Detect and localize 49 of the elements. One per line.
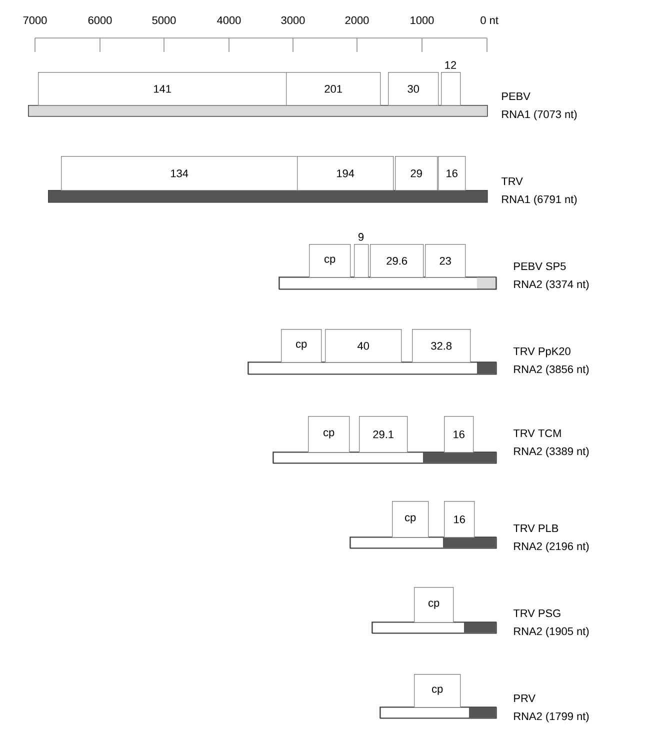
orf-box: cp xyxy=(309,244,351,278)
genome-label: TRV xyxy=(501,177,523,185)
genome-bar xyxy=(350,536,497,549)
scale-label: 4000 xyxy=(217,16,241,24)
genome-label: RNA2 (2196 nt) xyxy=(514,542,589,552)
genome-label: RNA2 (1905 nt) xyxy=(514,627,589,638)
orf-box: 16 xyxy=(438,156,466,191)
scale-label: 1000 xyxy=(410,16,434,24)
orf-label: 9 xyxy=(358,233,364,241)
genome-bar xyxy=(48,190,488,203)
genome-label: PRV xyxy=(514,694,536,702)
genome-label: TRV TCM xyxy=(513,429,561,438)
genome-bar xyxy=(28,105,488,117)
scale-label: 6000 xyxy=(88,16,112,24)
scale-label: 0 nt xyxy=(480,16,498,24)
orf-box xyxy=(441,72,461,106)
orf-box: 32.8 xyxy=(412,329,471,363)
scale-label: 7000 xyxy=(23,16,47,24)
orf-box: 16 xyxy=(444,501,475,538)
orf-box: cp xyxy=(281,329,322,363)
genome-bar xyxy=(380,706,497,719)
genome-label: TRV PSG xyxy=(513,609,560,618)
orf-box: cp xyxy=(392,501,429,538)
orf-box: cp xyxy=(414,674,461,708)
genome-label: RNA2 (3389 nt) xyxy=(514,447,589,458)
scale-label: 2000 xyxy=(345,16,369,24)
genome-bar xyxy=(372,622,497,634)
genome-label: PEBV SP5 xyxy=(514,262,566,270)
scale-label: 3000 xyxy=(281,16,305,24)
genome-label: TRV PLB xyxy=(513,524,558,532)
orf-box: 23 xyxy=(425,244,466,278)
orf-box: cp xyxy=(414,587,454,623)
orf-box: 16 xyxy=(444,416,474,453)
orf-label: 12 xyxy=(445,61,456,69)
orf-box: 30 xyxy=(388,72,439,106)
orf-box xyxy=(354,244,369,278)
orf-box: 29 xyxy=(395,156,438,191)
genome-label: RNA2 (3856 nt) xyxy=(514,365,589,376)
genome-label: RNA2 (1799 nt) xyxy=(514,712,589,722)
genome-label: RNA1 (7073 nt) xyxy=(502,110,577,120)
genome-label: TRV PpK20 xyxy=(513,347,570,358)
orf-box: 40 xyxy=(325,329,402,363)
genome-label: RNA1 (6791 nt) xyxy=(502,195,577,206)
orf-box: 29.1 xyxy=(359,416,408,453)
genome-label: RNA2 (3374 nt) xyxy=(514,280,589,290)
scale-label: 5000 xyxy=(152,16,176,24)
orf-box: 201 xyxy=(286,72,381,106)
orf-box: cp xyxy=(308,416,350,453)
genome-label: PEBV xyxy=(502,92,530,100)
